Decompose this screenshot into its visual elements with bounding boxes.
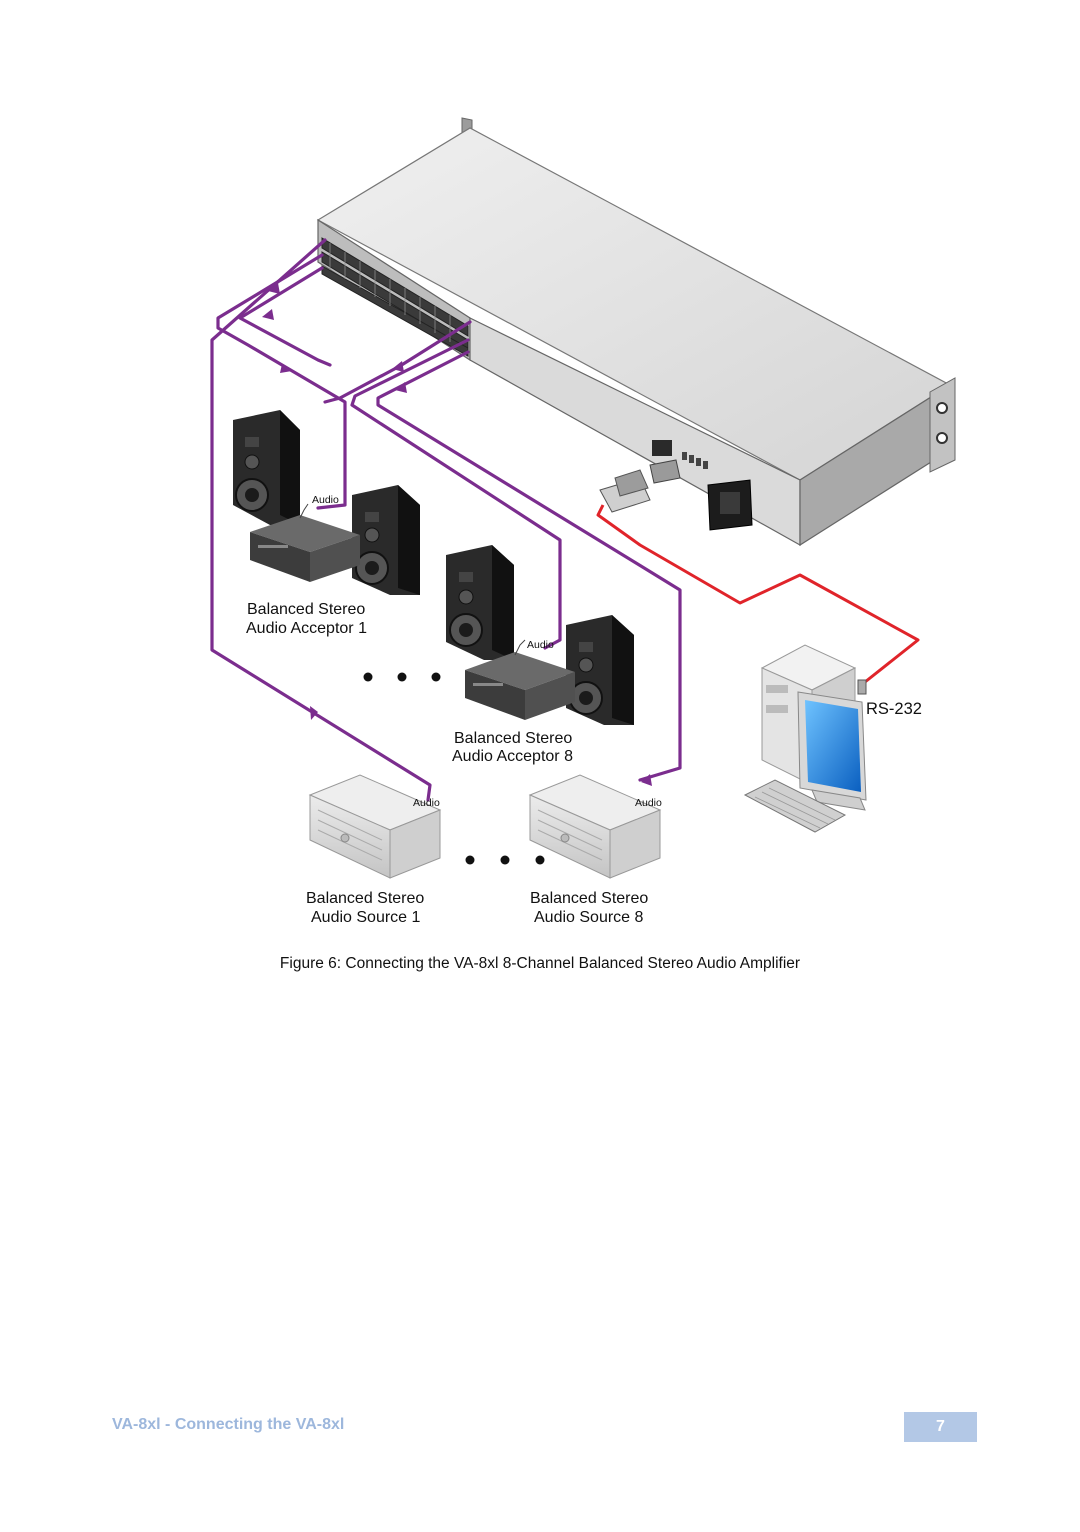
source-1-label-line2: Audio Source 1 [311,909,421,926]
source-1-label-line1: Balanced Stereo [306,890,424,907]
acceptor-device-icon [465,652,575,720]
rs232-connector [599,469,651,513]
source-1-group: Audio Balanced Stereo Audio Source 1 [306,774,442,926]
cable-arrows [262,283,652,786]
acceptor-device-icon [250,515,360,582]
source-8-group: Audio Balanced Stereo Audio Source 8 [528,774,662,926]
audio-terminal-blocks [321,237,469,357]
audio-label: Audio [413,797,440,809]
pc-computer-icon [743,644,867,833]
acceptor-8-label-line2: Audio Acceptor 8 [452,748,573,765]
amplifier-unit [316,117,956,547]
connection-diagram: Audio Balanced Stereo Audio Acceptor 1 [210,117,956,926]
rear-panel-connectors [649,440,753,531]
audio-label: Audio [527,639,554,651]
acceptor-8-group: Audio Balanced Stereo Audio Acceptor 8 [446,545,634,765]
footer-title: VA-8xl - Connecting the VA-8xl [112,1416,345,1433]
speaker-icon [352,485,420,595]
rs232-cable [596,504,920,684]
acceptor-1-group: Audio Balanced Stereo Audio Acceptor 1 [233,410,420,637]
figure-caption: Figure 6: Connecting the VA-8xl 8-Channe… [279,955,801,972]
acceptor-8-label-line1: Balanced Stereo [454,730,572,747]
audio-source-device-icon [308,774,442,879]
acceptor-1-label-line1: Balanced Stereo [247,601,365,618]
audio-source-device-icon [528,774,662,879]
source-8-label-line1: Balanced Stereo [530,890,648,907]
speaker-icon [446,545,514,660]
source-8-label-line2: Audio Source 8 [534,909,644,926]
acceptor-1-label-line2: Audio Acceptor 1 [246,620,367,637]
audio-label: Audio [635,797,662,809]
rs232-label: RS-232 [866,700,922,718]
speaker-icon [566,615,634,725]
audio-label: Audio [312,494,339,506]
audio-cables [210,238,682,802]
page-number: 7 [904,1412,977,1442]
speaker-icon [233,410,300,525]
ellipsis-dots [363,672,545,865]
